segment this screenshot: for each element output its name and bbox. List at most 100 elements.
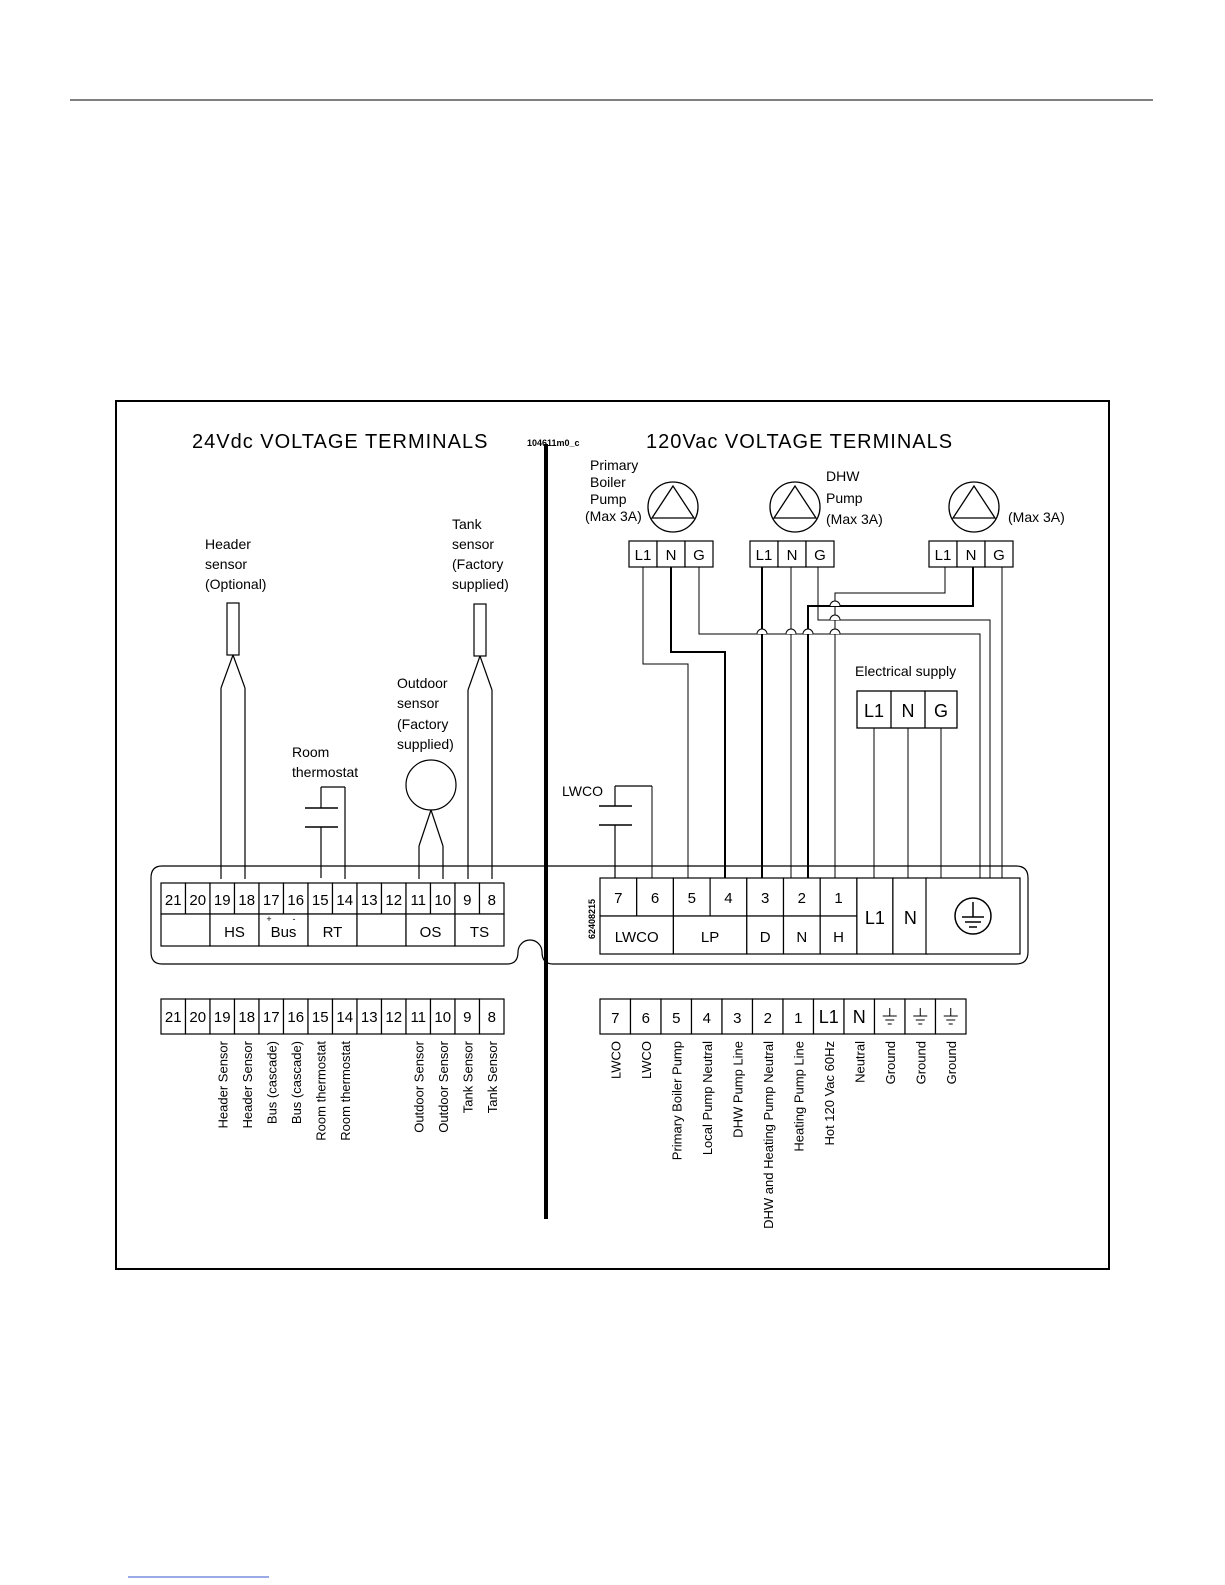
lv-terminal-cell xyxy=(160,882,187,915)
svg-text:sensor: sensor xyxy=(397,695,439,711)
hv-legend-number: 7 xyxy=(611,1010,619,1027)
bus-minus-mark: - xyxy=(293,914,296,924)
lv-function-label: Tank Sensor xyxy=(485,1040,500,1113)
lv-legend-number: 18 xyxy=(238,1009,255,1026)
lv-legend-number: 13 xyxy=(361,1009,378,1026)
hv-legend-cell xyxy=(690,998,723,1035)
hv-function-label: LWCO xyxy=(608,1041,623,1079)
svg-text:supplied): supplied) xyxy=(452,576,509,592)
hv-group-cell xyxy=(672,915,748,955)
svg-text:DHW: DHW xyxy=(826,468,860,484)
lv-legend-cell xyxy=(331,998,358,1035)
hv-function-label: Neutral xyxy=(852,1041,867,1083)
lv-legend-cell xyxy=(282,998,309,1035)
lv-legend-number: 10 xyxy=(434,1009,451,1026)
lv-legend-cell xyxy=(429,998,456,1035)
hv-legend-cell xyxy=(751,998,784,1035)
lv-legend-number: 11 xyxy=(410,1009,426,1026)
lv-terminal-number: 14 xyxy=(336,892,353,909)
hv-terminal-number: 2 xyxy=(798,890,806,907)
lv-function-label: Header Sensor xyxy=(240,1040,255,1128)
board-ground-icon xyxy=(925,877,1021,955)
lv-terminal-cell xyxy=(307,882,334,915)
lv-terminal-cell xyxy=(478,882,505,915)
hv-legend-number: 1 xyxy=(794,1010,802,1027)
lv-function-label: Header Sensor xyxy=(215,1040,230,1128)
lv-terminal-number: 13 xyxy=(361,892,378,909)
hv-neutral-cell xyxy=(892,877,929,955)
pump-terminal-label: L1 xyxy=(635,547,652,564)
hv-legend-number: N xyxy=(853,1007,866,1027)
hv-group-cell xyxy=(819,915,858,955)
hv-function-label: DHW and Heating Pump Neutral xyxy=(761,1041,776,1229)
lv-legend-number: 20 xyxy=(189,1009,206,1026)
hv-function-label: Primary Boiler Pump xyxy=(669,1041,684,1160)
hv-group-label: D xyxy=(760,929,771,946)
hv-neutral-label: N xyxy=(904,908,917,928)
third-pump-symbol xyxy=(948,481,1000,533)
lv-legend-number: 21 xyxy=(165,1009,182,1026)
supply-n: N xyxy=(902,701,915,721)
lv-group-label: Bus xyxy=(271,924,297,941)
hv-legend-cell xyxy=(843,998,876,1035)
svg-text:thermostat: thermostat xyxy=(292,764,358,780)
lv-terminal-number: 11 xyxy=(410,892,426,909)
primary-pump-symbol xyxy=(647,481,699,533)
pump-terminal-label: N xyxy=(966,547,977,564)
svg-text:Pump: Pump xyxy=(826,490,863,506)
lv-group-label: OS xyxy=(420,924,442,941)
primary-pump-label: Primary Boiler Pump (Max 3A) xyxy=(585,457,642,524)
lv-legend-number: 17 xyxy=(263,1009,280,1026)
pump-terminal-label: G xyxy=(993,547,1005,564)
lv-legend-number: 9 xyxy=(463,1009,471,1026)
lv-legend-cell xyxy=(356,998,383,1035)
hv-legend-number: 2 xyxy=(764,1010,772,1027)
lv-group-cell xyxy=(356,913,407,947)
low-voltage-header: 24Vdc VOLTAGE TERMINALS xyxy=(192,431,488,453)
hv-group-label: N xyxy=(796,929,807,946)
lv-function-label: Room thermostat xyxy=(338,1041,353,1141)
drawing-code: 104611m0_c xyxy=(527,438,580,448)
svg-text:Boiler: Boiler xyxy=(590,474,626,490)
tank-sensor-probe xyxy=(467,603,493,691)
pump-terminal-label: L1 xyxy=(935,547,952,564)
lv-terminal-number: 9 xyxy=(463,892,471,909)
hv-terminal-cell xyxy=(819,877,858,917)
board-code: 62408215 xyxy=(587,899,597,939)
electrical-supply-terminals: L1 N G xyxy=(856,690,958,729)
terminal-board xyxy=(150,865,1029,965)
supply-g: G xyxy=(934,701,948,721)
pump-terminal-box xyxy=(684,540,714,568)
outdoor-sensor-symbol xyxy=(405,759,457,847)
lv-legend-cell xyxy=(258,998,285,1035)
third-pump-label: (Max 3A) xyxy=(1008,509,1065,525)
lv-legend-number: 14 xyxy=(336,1009,353,1026)
svg-text:Outdoor: Outdoor xyxy=(397,675,448,691)
lv-legend-cell xyxy=(478,998,505,1035)
svg-text:(Optional): (Optional) xyxy=(205,576,266,592)
lv-legend-cell xyxy=(209,998,236,1035)
lv-group-cell xyxy=(405,913,456,947)
bus-plus-mark: + xyxy=(266,914,271,924)
svg-text:(Factory: (Factory xyxy=(397,716,448,732)
svg-text:sensor: sensor xyxy=(452,536,494,552)
lv-group-label: TS xyxy=(470,924,489,941)
lv-terminal-number: 17 xyxy=(263,892,280,909)
supply-l1: L1 xyxy=(864,701,884,721)
hv-terminal-number: 1 xyxy=(834,890,842,907)
header-sensor-probe xyxy=(220,602,246,689)
lv-group-label: HS xyxy=(224,924,245,941)
hv-legend-number: L1 xyxy=(819,1007,839,1027)
pump-terminal-box xyxy=(956,540,986,568)
svg-text:Header: Header xyxy=(205,536,251,552)
hv-terminal-cell xyxy=(709,877,748,917)
hv-function-label: DHW Pump Line xyxy=(730,1041,745,1138)
high-voltage-header: 120Vac VOLTAGE TERMINALS xyxy=(646,431,953,453)
lv-legend-number: 15 xyxy=(312,1009,329,1026)
pump-terminal-label: L1 xyxy=(756,547,773,564)
